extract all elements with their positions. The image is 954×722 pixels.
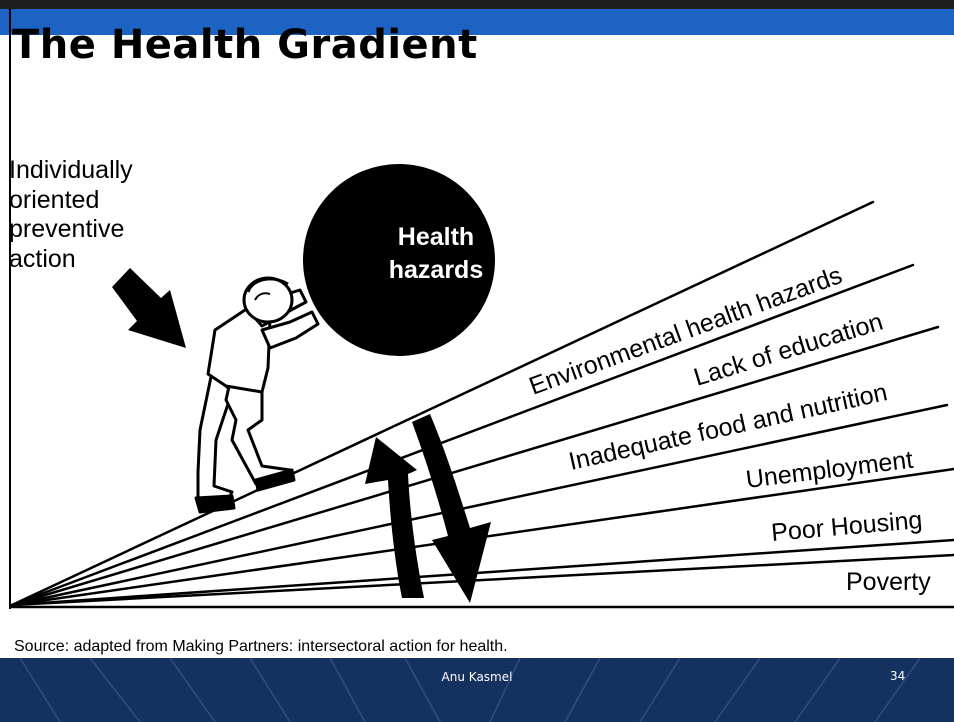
up-arrow-icon [365, 437, 424, 598]
health-hazards-ball [303, 164, 495, 356]
preventive-action-line-4: action [9, 244, 76, 273]
slope-line-3 [10, 325, 940, 607]
preventive-action-line-3: preventive [9, 215, 125, 243]
page-number: 34 [890, 669, 906, 683]
preventive-action-line-2: oriented [9, 185, 100, 214]
slope-line-4 [10, 403, 949, 607]
slope-line-2 [10, 263, 915, 607]
down-arrow-icon [412, 414, 491, 603]
ball-label-line-2: hazards [389, 256, 483, 284]
slope-line-6 [10, 538, 954, 607]
footer-author: Anu Kasmel [441, 670, 513, 684]
preventive-action-label: Individually oriented preventive action [9, 156, 133, 274]
ball-label-line-1: Health [398, 223, 474, 251]
layer-label-environment: Environmental health hazards [525, 261, 845, 400]
slope-line-7 [10, 553, 954, 607]
layer-label-housing: Poor Housing [770, 506, 923, 547]
pushing-person-icon [194, 276, 320, 514]
slope-line-1 [10, 200, 875, 607]
footer-pattern [19, 658, 921, 722]
gradient-lines [10, 200, 954, 607]
header-blue-bar [0, 9, 954, 35]
pointing-arrow-icon [112, 268, 186, 348]
slide-title: The Health Gradient [12, 22, 478, 68]
preventive-action-line-1: Individually [9, 156, 133, 184]
source-citation: Source: adapted from Making Partners: in… [14, 638, 508, 655]
top-dark-bar [0, 0, 954, 9]
left-border-line [9, 9, 11, 609]
layer-label-poverty: Poverty [846, 568, 931, 596]
slide-footer: Anu Kasmel 34 [0, 658, 954, 722]
